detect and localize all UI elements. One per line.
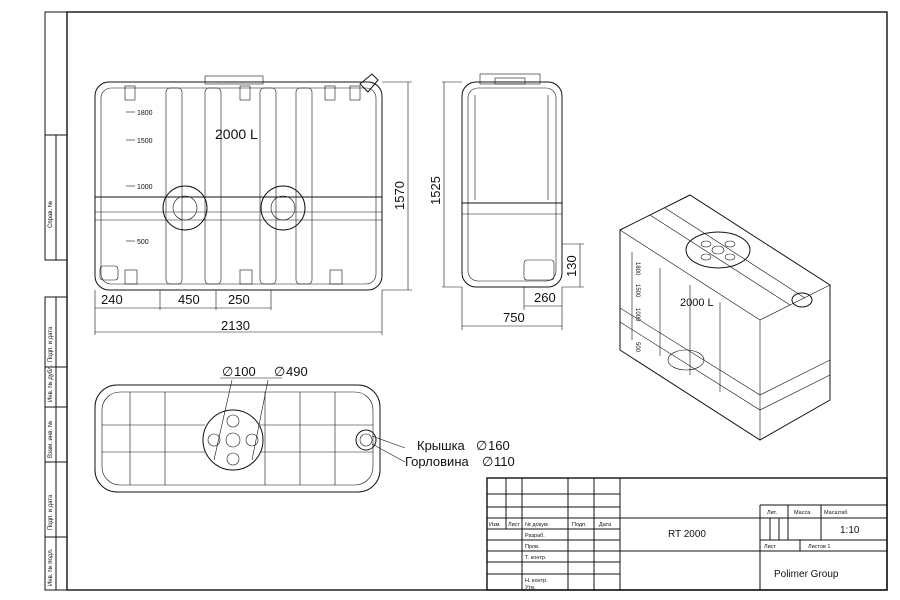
title-block-text: Изм. Лист № докум. Подп. Дата Разраб. Пр… — [489, 510, 860, 591]
tb-header-izm: Изм. — [489, 522, 501, 528]
tb-header-date: Дата — [599, 522, 612, 528]
front-level-1800: 1800 — [137, 110, 153, 117]
tb-role-nkontr: Н. контр. — [525, 578, 548, 584]
dim-top-small-dia: 100 — [234, 364, 256, 379]
tb-company: Polimer Group — [774, 569, 839, 580]
dim-side-width: 750 — [503, 310, 525, 325]
iso-volume-label: 2000 L — [680, 297, 714, 309]
tb-sheets: Листов 1 — [808, 544, 830, 550]
side-label-sign-date-2: Подп. и дата — [48, 494, 54, 530]
side-view — [461, 73, 563, 288]
top-view — [94, 384, 381, 493]
front-level-500: 500 — [137, 239, 149, 246]
tb-designation: RT 2000 — [668, 529, 706, 540]
front-volume-label: 2000 L — [215, 126, 258, 142]
dim-top-large-dia-symbol: ∅ — [274, 364, 285, 379]
front-level-1500: 1500 — [137, 138, 153, 145]
tb-sheet: Лист — [764, 544, 776, 550]
tb-lit: Лит. — [767, 510, 778, 516]
tb-scale-label: Масштаб — [824, 510, 848, 516]
side-strip-labels: Справ. № Подп. и дата Инв. № дубл. Взам.… — [47, 201, 54, 586]
drawing-frame — [44, 11, 888, 591]
title-block — [486, 477, 888, 591]
side-label-repl-inv: Взам. инв. № — [47, 421, 54, 458]
side-label-ref: Справ. № — [47, 201, 54, 228]
dim-side-outlet-height: 130 — [564, 255, 579, 277]
tb-role-prov: Пров. — [525, 544, 540, 550]
side-label-orig-inv: Инв. № подл. — [47, 548, 54, 586]
top-view-dimensions: ∅ 100 ∅ 490 Крышка ∅ 160 Горловина ∅ 110 — [213, 364, 515, 469]
iso-level-1000: 1000 — [634, 308, 640, 322]
tb-role-razrab: Разраб. — [525, 533, 545, 539]
side-view-dimensions: 1525 130 260 750 — [428, 81, 584, 330]
iso-level-1500: 1500 — [634, 284, 640, 298]
dim-front-left-offset: 240 — [101, 292, 123, 307]
side-label-sign-date-1: Подп. и дата — [48, 326, 54, 362]
dim-front-height: 1570 — [392, 181, 407, 210]
dim-top-small-dia-symbol: ∅ — [222, 364, 233, 379]
front-level-1000: 1000 — [137, 184, 153, 191]
tb-role-utv: Утв. — [525, 585, 536, 591]
iso-level-1800: 1800 — [634, 262, 640, 276]
dim-side-height: 1525 — [428, 176, 443, 205]
tb-header-doc: № докум. — [525, 522, 550, 528]
dim-side-outlet-offset: 260 — [534, 290, 556, 305]
iso-level-500: 500 — [634, 342, 640, 353]
front-view-labels: 2000 L 1800 1500 1000 500 — [126, 110, 258, 246]
tb-scale: 1:10 — [840, 525, 860, 536]
dim-front-hatch-spacing: 450 — [178, 292, 200, 307]
side-label-dup-inv: Инв. № дубл. — [47, 365, 54, 402]
dim-top-lid-label: Крышка — [417, 438, 466, 453]
iso-view — [619, 194, 831, 441]
dim-top-large-dia: 490 — [286, 364, 308, 379]
dim-top-neck-dia: 110 — [494, 454, 515, 469]
tb-role-tkontr: Т. контр. — [525, 555, 547, 561]
front-view-dimensions: 240 450 250 2130 1570 — [94, 81, 412, 335]
dim-top-lid-symbol: ∅ — [476, 438, 487, 453]
front-view — [94, 73, 383, 291]
dim-front-total-length: 2130 — [221, 318, 250, 333]
tb-header-list: Лист — [508, 522, 520, 528]
tb-mass: Масса — [794, 510, 811, 516]
dim-top-lid-dia: 160 — [488, 438, 510, 453]
tb-header-sign: Подп. — [572, 522, 587, 528]
dim-front-hatch-offset: 250 — [228, 292, 250, 307]
dim-top-neck-symbol: ∅ — [482, 454, 493, 469]
dim-top-neck-label: Горловина — [405, 454, 469, 469]
iso-view-labels: 2000 L 1800 1500 1000 500 — [634, 262, 714, 353]
